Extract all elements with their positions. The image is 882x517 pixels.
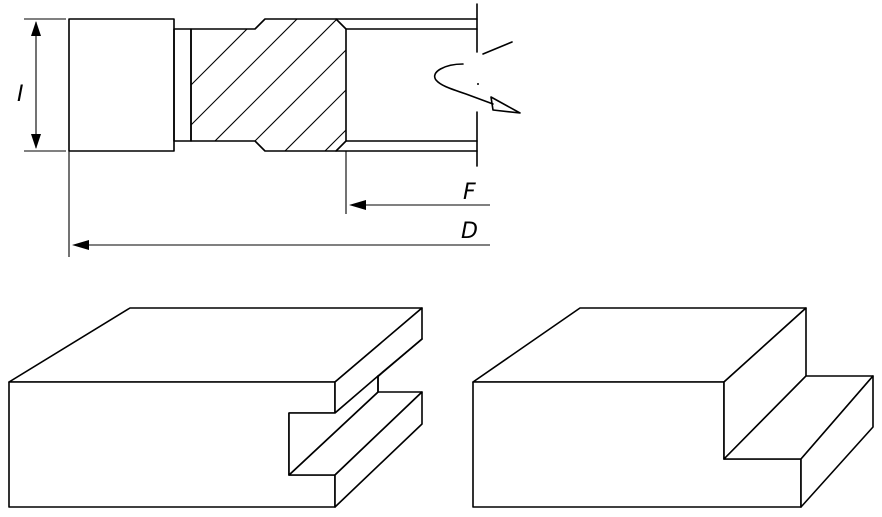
rebated-block <box>472 307 874 508</box>
cutter-ring <box>173 28 192 142</box>
feed-dimension: F <box>345 151 490 214</box>
feed-label: F <box>463 180 476 205</box>
cutter-body <box>68 18 175 152</box>
depth-label: D <box>461 219 478 244</box>
grooved-block <box>8 307 423 508</box>
shank <box>335 18 478 152</box>
rotation-arrow-icon <box>433 63 521 114</box>
depth-dimension: D <box>68 151 490 257</box>
hatched-section <box>190 18 347 152</box>
cutter-section: I <box>17 3 521 257</box>
height-label: I <box>17 82 24 107</box>
height-dimension: I <box>17 18 66 152</box>
break-line <box>476 3 513 167</box>
